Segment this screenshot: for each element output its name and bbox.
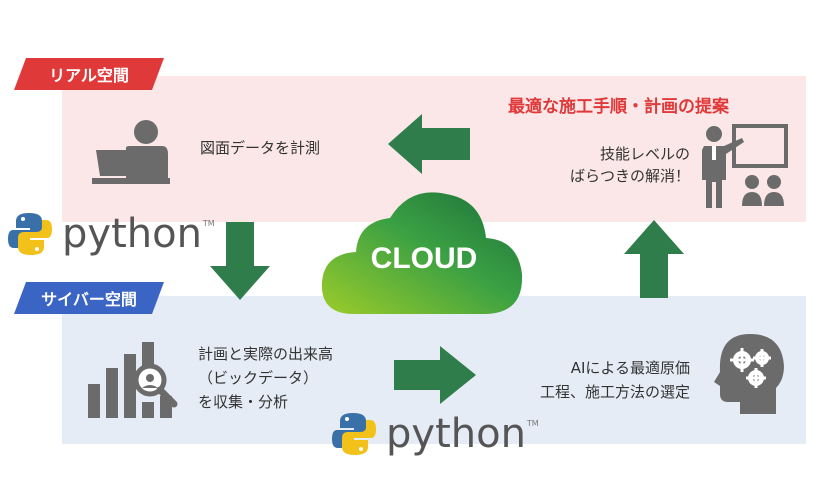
real-space-tag: リアル空間 xyxy=(14,58,164,90)
presenter-whiteboard-icon xyxy=(702,124,788,208)
arrow-up-icon xyxy=(624,220,684,298)
collect-text-2: （ビックデータ） xyxy=(198,369,319,387)
ai-text-1: AIによる最適原価 xyxy=(570,359,690,377)
collect-text-3: を収集・分析 xyxy=(198,393,289,411)
head-gears-icon xyxy=(714,334,784,414)
python-logo-icon xyxy=(332,413,376,455)
bar-chart-magnifier-icon xyxy=(88,342,178,418)
cloud-label: CLOUD xyxy=(370,242,478,275)
arrow-right-icon xyxy=(394,346,476,404)
python-wordmark: python xyxy=(62,211,202,257)
person-at-computer-icon xyxy=(92,120,170,184)
skill-level-text-1: 技能レベルの xyxy=(599,145,690,163)
python-wordmark: python xyxy=(386,411,526,457)
collect-text-1: 計画と実際の出来高 xyxy=(198,345,334,363)
cloud-icon xyxy=(321,192,523,314)
python-trademark: TM xyxy=(526,418,539,428)
arrow-down-icon xyxy=(210,222,270,300)
arrow-left-icon xyxy=(388,114,470,174)
cyber-space-tag: サイバー空間 xyxy=(14,282,164,314)
measure-drawing-text: 図面データを計測 xyxy=(200,139,321,157)
cloud-graphic: CLOUD xyxy=(314,178,534,318)
python-trademark: TM xyxy=(202,218,215,228)
python-logo-left: python TM xyxy=(6,210,215,258)
python-logo-bottom: python TM xyxy=(330,410,539,458)
ai-text-2: 工程、施工方法の選定 xyxy=(539,383,690,401)
proposal-title: 最適な施工手順・計画の提案 xyxy=(508,97,729,117)
skill-level-text-2: ばらつきの解消！ xyxy=(569,167,690,185)
python-logo-icon xyxy=(8,213,52,255)
